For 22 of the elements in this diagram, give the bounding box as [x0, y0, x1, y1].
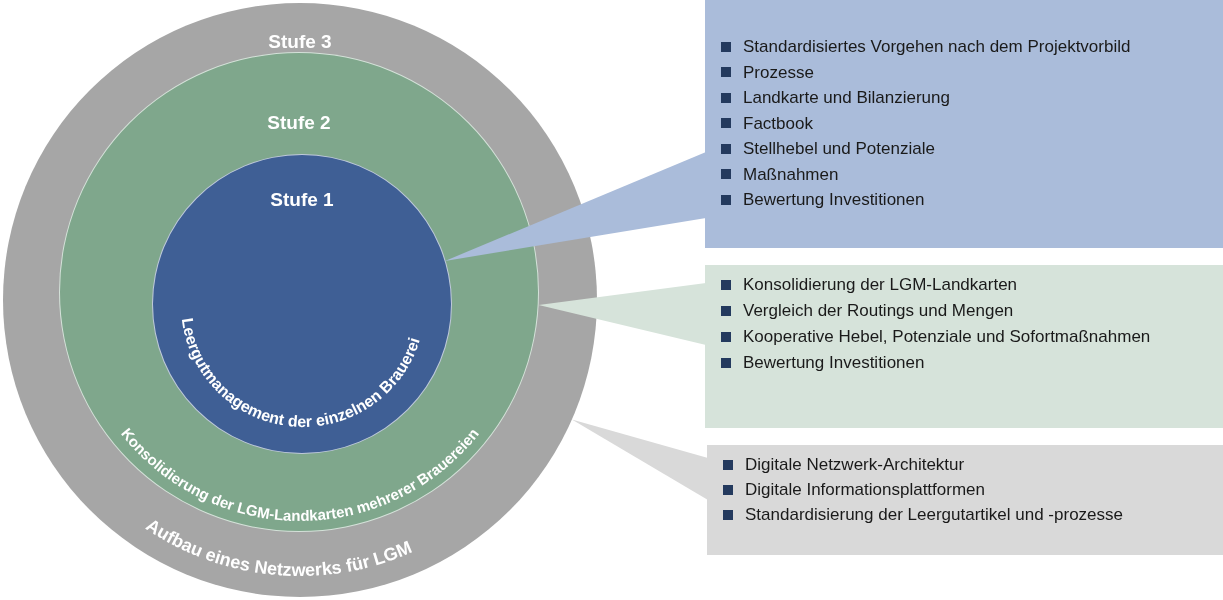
bullet-text: Bewertung Investitionen	[743, 189, 925, 211]
bullet-text: Prozesse	[743, 61, 814, 84]
stage-title: Stufe 3	[268, 32, 332, 51]
callout-wedge	[445, 152, 706, 261]
bullet-text: Digitale Netzwerk-Architektur	[745, 453, 965, 476]
bullet-text: Maßnahmen	[743, 163, 839, 186]
description-box	[705, 265, 1223, 428]
bullet-text: Stellhebel und Potenziale	[743, 138, 935, 160]
bullet-text: Standardisierung der Leergutartikel und -prozesse	[745, 503, 1123, 526]
bullet-text: Standardisiertes Vorgehen nach dem Projektvorbild	[743, 36, 1131, 58]
bullet-text: Landkarte und Bilanzierung	[743, 87, 950, 109]
bullet-text: Konsolidierung der LGM-Landkarten	[743, 274, 1018, 297]
callout-wedge	[571, 419, 708, 500]
bullet-text: Vergleich der Routings und Mengen	[743, 300, 1014, 323]
bullet-text: Digitale Informationsplattformen	[745, 478, 985, 501]
description-box	[705, 0, 1223, 248]
bullet-text: Kooperative Hebel, Potenziale und Sofortmaßnahmen	[743, 326, 1151, 349]
stage-title: Stufe 1	[270, 190, 334, 209]
stage-title: Stufe 2	[267, 113, 331, 132]
bullet-text: Bewertung Investitionen	[743, 352, 925, 375]
callout-wedge	[538, 283, 706, 345]
bullet-text: Factbook	[743, 112, 813, 135]
